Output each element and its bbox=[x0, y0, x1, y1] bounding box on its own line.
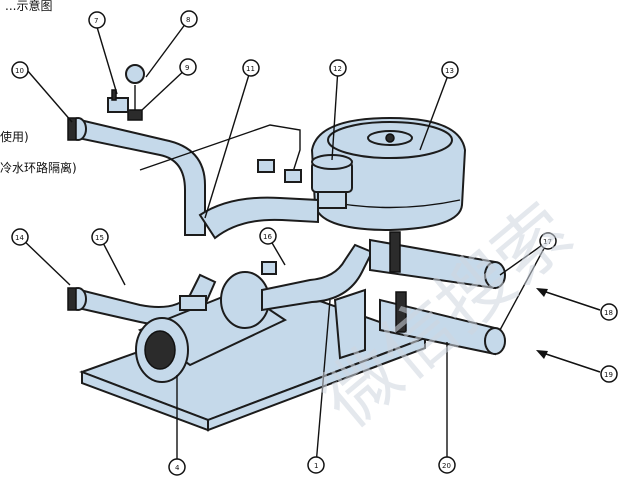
svg-text:8: 8 bbox=[186, 16, 190, 24]
callout-10: 10 bbox=[11, 61, 29, 79]
bypass-tube bbox=[139, 124, 301, 176]
svg-text:12: 12 bbox=[333, 65, 342, 73]
svg-text:20: 20 bbox=[442, 462, 451, 470]
leader-lines bbox=[19, 18, 549, 467]
svg-text:15: 15 bbox=[95, 234, 104, 242]
flow-arrows bbox=[536, 288, 601, 373]
callout-12: 12 bbox=[329, 59, 347, 77]
svg-text:16: 16 bbox=[263, 233, 272, 241]
pump-motor bbox=[135, 271, 288, 383]
svg-text:14: 14 bbox=[15, 234, 24, 242]
return-pipe bbox=[198, 196, 319, 240]
callout-13: 13 bbox=[441, 61, 459, 79]
callout-14: 14 bbox=[11, 228, 29, 246]
support-bracket bbox=[333, 288, 366, 360]
outlet-pipes bbox=[369, 231, 506, 356]
pressure-gauge bbox=[125, 64, 145, 121]
filter-housing bbox=[311, 154, 353, 209]
svg-text:7: 7 bbox=[94, 17, 98, 25]
callout-18: 18 bbox=[600, 303, 618, 321]
svg-text:13: 13 bbox=[445, 67, 454, 75]
svg-text:17: 17 bbox=[543, 238, 552, 246]
top-caption: ...示意图 bbox=[5, 0, 52, 13]
callout-4: 4 bbox=[168, 458, 186, 476]
svg-text:1: 1 bbox=[314, 462, 318, 470]
callout-8: 8 bbox=[180, 10, 198, 28]
callout-16: 16 bbox=[259, 227, 277, 245]
svg-text:19: 19 bbox=[604, 371, 613, 379]
ball-valve bbox=[107, 89, 129, 113]
callout-17: 17 bbox=[539, 232, 557, 250]
svg-text:11: 11 bbox=[246, 65, 255, 73]
upper-manifold bbox=[67, 117, 206, 236]
callout-7: 7 bbox=[88, 11, 106, 29]
callout-1: 1 bbox=[307, 456, 325, 474]
small-valves bbox=[257, 159, 302, 275]
svg-text:18: 18 bbox=[604, 309, 613, 317]
callout-19: 19 bbox=[600, 365, 618, 383]
side-note-1: 使用) bbox=[0, 129, 29, 144]
discharge-pipe bbox=[261, 243, 374, 312]
callout-15: 15 bbox=[91, 228, 109, 246]
callout-20: 20 bbox=[438, 456, 456, 474]
callout-11: 11 bbox=[242, 59, 260, 77]
svg-text:10: 10 bbox=[15, 67, 24, 75]
callout-9: 9 bbox=[179, 58, 197, 76]
svg-text:4: 4 bbox=[175, 464, 180, 472]
side-note-2: 冷水环路隔离) bbox=[0, 160, 77, 175]
svg-text:9: 9 bbox=[185, 64, 189, 72]
